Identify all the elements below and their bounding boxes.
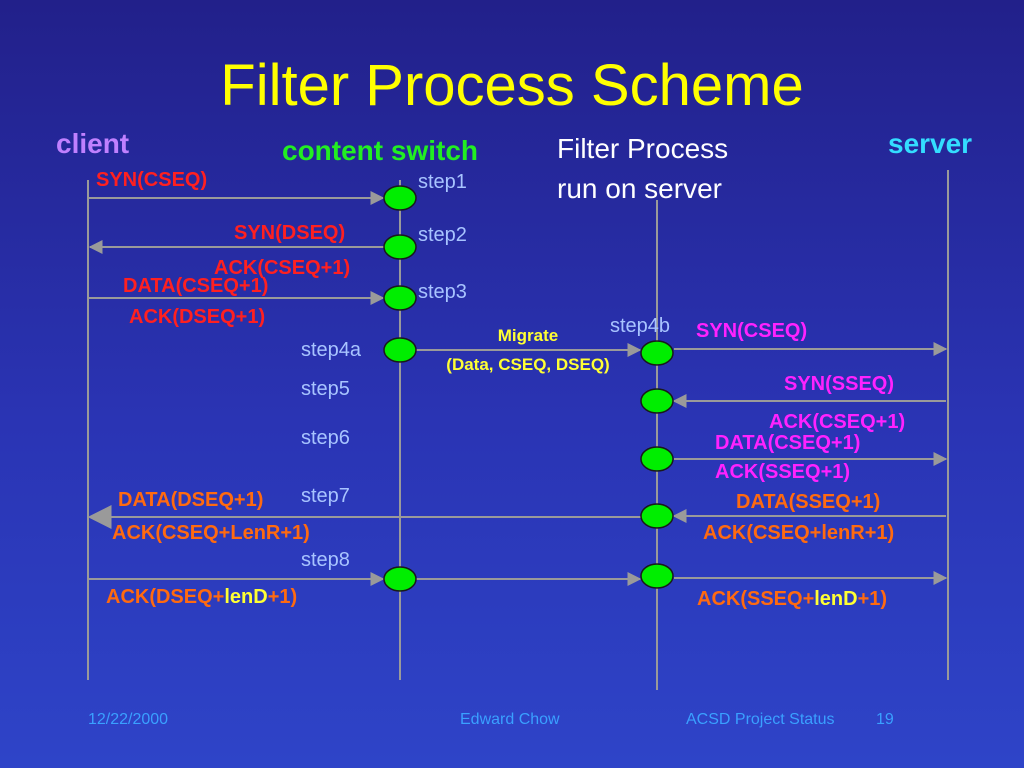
msg-syn-cseq-client: SYN(CSEQ) <box>96 169 207 191</box>
filter-process-note-line1: Filter Process <box>557 133 728 164</box>
msg-ack-cseq-lenr-server: ACK(CSEQ+lenR+1) <box>703 522 894 544</box>
filter-node-step7 <box>640 503 674 529</box>
footer-author: Edward Chow <box>460 711 560 728</box>
msg-ack-cseq-1-server: ACK(CSEQ+1) <box>769 411 905 433</box>
step-label-step4a: step4a <box>301 339 362 361</box>
switch-node-step2 <box>383 234 417 260</box>
filter-node-step6 <box>640 446 674 472</box>
msg-ack-dseq-1: ACK(DSEQ+1) <box>129 306 265 328</box>
step-label-step1: step1 <box>418 171 467 193</box>
msg-syn-cseq-server: SYN(CSEQ) <box>696 320 807 342</box>
msg-ack-sseq-1: ACK(SSEQ+1) <box>715 461 850 483</box>
footer-page-number: 19 <box>876 711 894 728</box>
switch-node-step8 <box>383 566 417 592</box>
server-header: server <box>888 128 972 159</box>
msg-syn-dseq: SYN(DSEQ) <box>234 222 345 244</box>
footer-date: 12/22/2000 <box>88 711 168 728</box>
slide-title: Filter Process Scheme <box>220 53 803 118</box>
client-header: client <box>56 128 129 159</box>
msg-ack-cseq-1-client: ACK(CSEQ+1) <box>214 257 350 279</box>
msg-ack-dseq-lend: ACK(DSEQ+lenD+1) <box>106 586 297 608</box>
filter-node-step5 <box>640 388 674 414</box>
msg-ack-sseq-lend: ACK(SSEQ+lenD+1) <box>697 588 887 610</box>
migrate-params-label: (Data, CSEQ, DSEQ) <box>446 355 609 374</box>
msg-ack-cseq-lenr-client: ACK(CSEQ+LenR+1) <box>112 522 310 544</box>
msg-data-sseq-1: DATA(SSEQ+1) <box>736 491 880 513</box>
msg-data-cseq-1-client: DATA(CSEQ+1) <box>123 275 268 297</box>
step-label-step2: step2 <box>418 224 467 246</box>
filter-process-note-line2: run on server <box>557 173 722 204</box>
msg-syn-sseq: SYN(SSEQ) <box>784 373 894 395</box>
step-label-step7: step7 <box>301 485 350 507</box>
step-label-step5: step5 <box>301 378 350 400</box>
migrate-label: Migrate <box>498 326 558 345</box>
filter-node-step8 <box>640 563 674 589</box>
footer-project: ACSD Project Status <box>686 711 835 728</box>
switch-node-step4a <box>383 337 417 363</box>
msg-data-dseq-1: DATA(DSEQ+1) <box>118 489 263 511</box>
step-label-step3: step3 <box>418 281 467 303</box>
msg-data-cseq-1-server: DATA(CSEQ+1) <box>715 432 860 454</box>
filter-node-step4b <box>640 340 674 366</box>
switch-node-step1 <box>383 185 417 211</box>
step-label-step8: step8 <box>301 549 350 571</box>
step-label-step4b: step4b <box>610 315 670 337</box>
step-label-step6: step6 <box>301 427 350 449</box>
switch-node-step3 <box>383 285 417 311</box>
content-switch-header: content switch <box>282 135 478 166</box>
